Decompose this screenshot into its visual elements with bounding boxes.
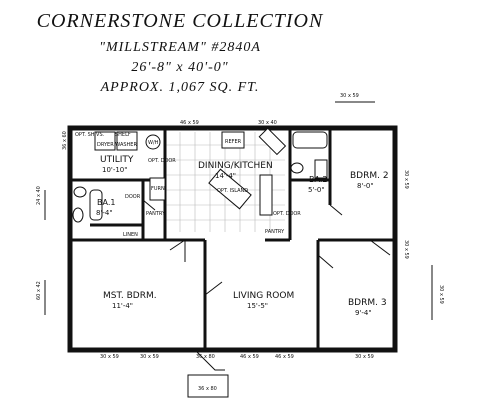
room-bedroom-3: BDRM. 3 [348,298,387,308]
label-pantry-1: PANTRY [146,211,166,217]
dryer [94,131,116,151]
room-bedroom-2: BDRM. 2 [350,171,389,181]
window-right-top: 30 x 59 [403,170,409,189]
label-dryer-washer: DRYER WASHER [97,142,137,148]
window-right-low: 30 x 59 [438,285,444,304]
window-tag-outside: 30 x 59 [340,93,359,99]
interior-walls [70,128,395,350]
label-water-heater: W/H [148,140,159,146]
toilet-2 [290,162,304,174]
room-bath-1: BA.1 [97,198,115,207]
window-bottom-4: 46 x 59 [240,354,259,360]
window-bottom-3: 36 x 80 [196,354,215,360]
approx-area: APPROX. 1,067 SQ. FT. [100,80,260,95]
room-bath-2-size: 5'-0" [308,186,325,194]
window-bottom-1: 30 x 59 [100,354,119,360]
room-utility: UTILITY [100,155,134,165]
label-opt-shelves: OPT. SH.VS. [75,132,105,138]
window-top-1: 46 x 59 [180,120,199,126]
toilet-1 [72,207,84,223]
room-bedroom-2-size: 8'-0" [357,182,374,190]
label-opt-door-2: OPT. DOOR [273,211,301,217]
label-opt-door: OPT. DOOR [148,158,176,164]
bathtub-2 [292,131,328,149]
home-dimensions: 26'-8" x 40'-0" [131,60,229,75]
window-right-mid: 30 x 59 [403,240,409,259]
room-master-bedroom-size: 11'-4" [112,302,133,310]
room-utility-size: 10'-10" [102,166,127,174]
room-dining-kitchen: DINING/KITCHEN [198,161,273,171]
room-master-bedroom: MST. BDRM. [103,291,157,301]
sink-1 [73,186,87,198]
label-pantry-2: PANTRY [265,229,285,235]
label-shelf: SHELF [115,132,131,138]
window-left-mid: 60 x 42 [36,281,42,300]
room-dining-kitchen-size: 14'-4" [215,172,236,180]
label-furnace: FURN. [151,186,167,192]
refrigerator [221,131,245,149]
window-left-bath: 24 x 40 [36,186,42,205]
door-swings [142,199,391,371]
window-bottom-2: 30 x 59 [140,354,159,360]
room-bedroom-3-size: 9'-4" [355,309,372,317]
room-bath-1-size: 8'-4" [96,209,113,217]
kitchen-island [208,168,252,210]
water-heater [145,134,161,150]
sink-2 [314,159,328,179]
window-bottom-6: 30 x 59 [355,354,374,360]
collection-title: CORNERSTONE COLLECTION [36,10,324,32]
room-living: LIVING ROOM [233,291,294,301]
label-island: OPT. ISLAND [217,188,248,194]
window-left-utility: 36 x 60 [62,131,68,150]
kitchen-sink-corner [258,127,287,156]
room-living-size: 15'-5" [247,302,268,310]
kitchen-counter-range [259,174,273,216]
furnace [149,177,166,201]
room-bath-2: BA.2 [309,175,327,184]
label-refrigerator: REFER [225,139,242,145]
label-linen: LINEN [123,232,138,238]
entry-door-size: 36 x 80 [198,386,217,392]
window-bottom-5: 46 x 59 [275,354,294,360]
washer [116,131,138,151]
label-door: DOOR [125,194,141,200]
model-name: "MILLSTREAM" #2840A [99,40,261,55]
window-top-2: 30 x 40 [258,120,277,126]
bathtub-1 [89,189,103,221]
